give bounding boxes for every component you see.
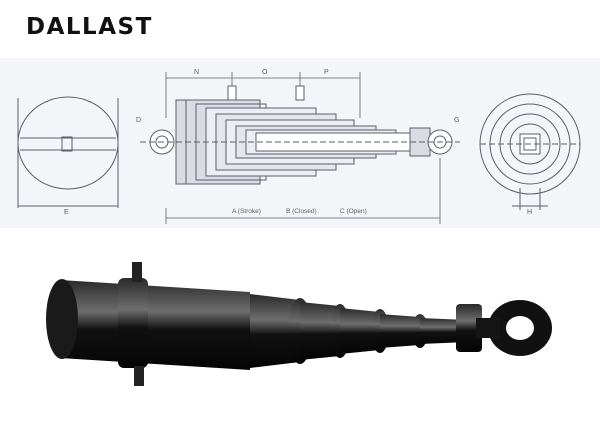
cylinder-body [46,262,552,386]
dim-n-label: N [194,69,199,76]
side-view [140,85,460,185]
dim-p-label: P [324,69,329,76]
dim-h-label: H [527,209,532,216]
dim-d-label: D [136,117,141,124]
technical-drawing: E N [0,58,600,228]
open-label: C (Open) [340,208,367,215]
left-end-view [17,96,119,208]
dim-g-label: G [454,117,459,124]
right-end-view [479,93,581,210]
dim-o-label: O [262,69,268,76]
stroke-label: A (Stroke) [232,208,261,215]
closed-label: B (Closed) [286,208,317,215]
dimension-lines [165,72,441,224]
dim-e-label: E [64,209,69,216]
brand-logo: DALLAST [26,14,153,40]
cylinder-photo [46,262,552,386]
